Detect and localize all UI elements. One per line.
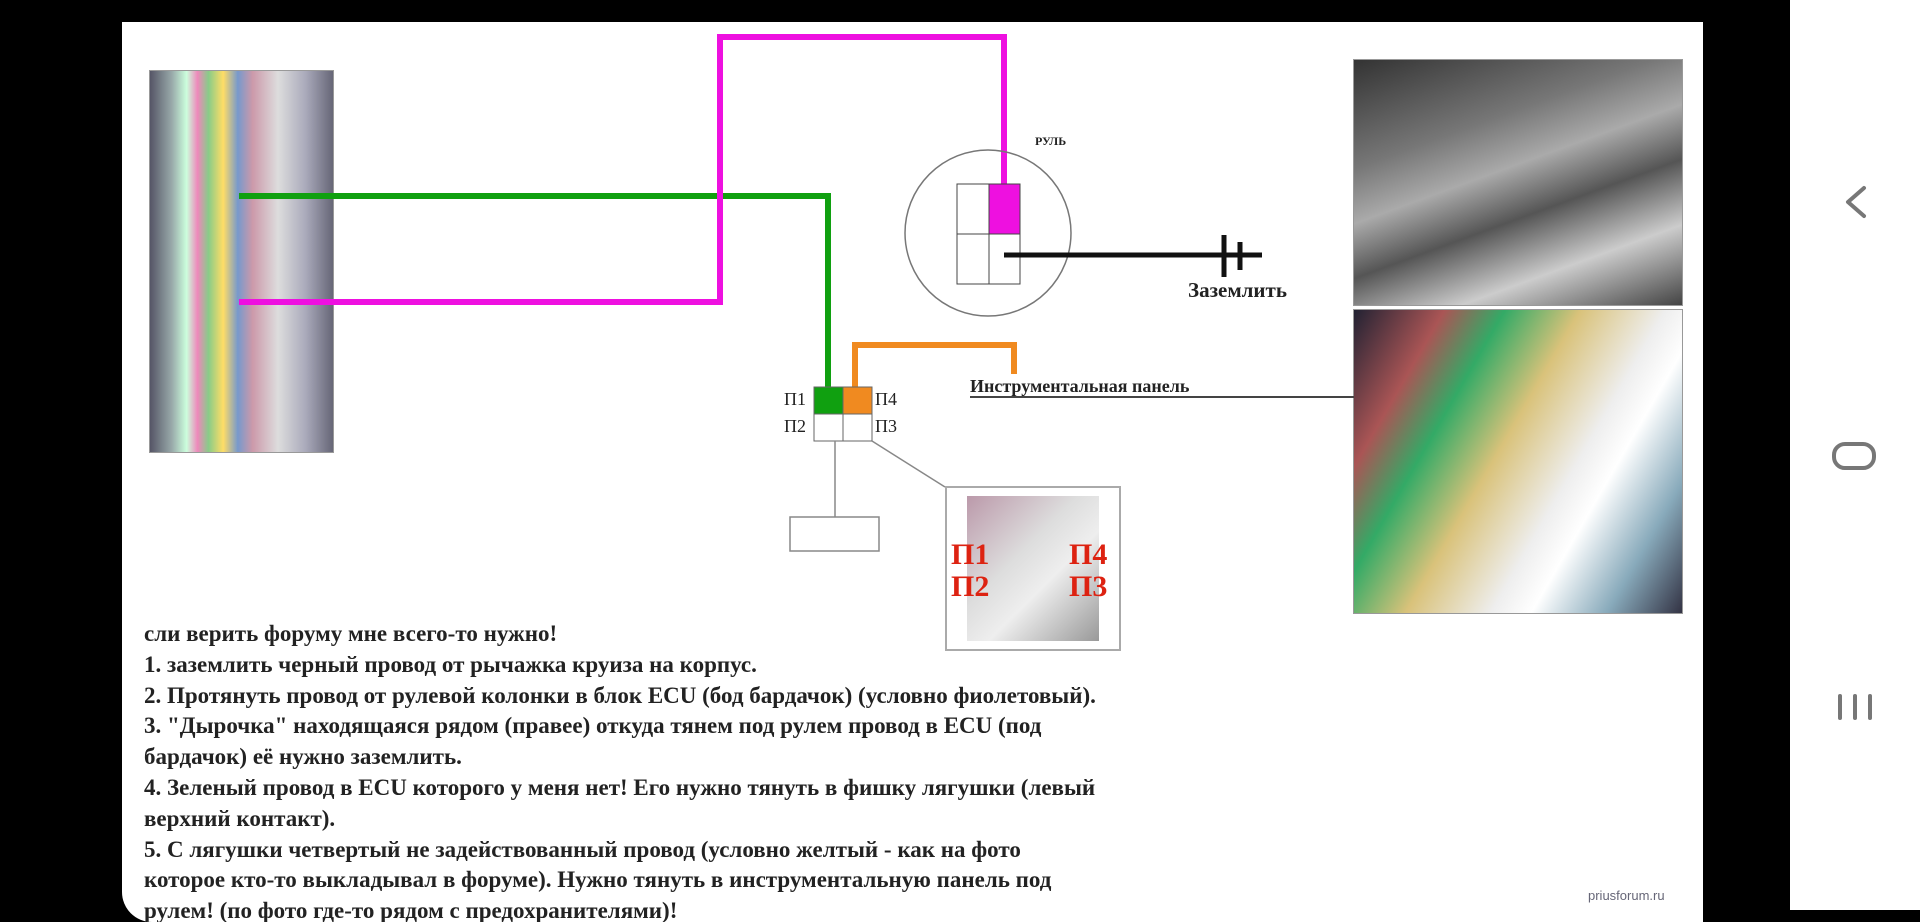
home-button[interactable] [1825,428,1885,488]
pedals-photo [1353,59,1683,306]
steering-label: РУЛЬ [1035,134,1067,148]
steering-circle [904,149,1072,317]
orange-wire [852,342,1017,392]
recents-icon [1838,694,1872,720]
photo-pin-label: П3 [1069,570,1108,603]
instructions-text: сли верить форуму мне всего-то нужно! 1.… [144,619,1344,922]
instruction-line: верхний контакт). [144,805,336,831]
instruction-line: 5. С лягушки четвертый не задействованны… [144,836,1021,862]
pin-label: П4 [875,389,897,409]
wiring-diagram-image: РУЛЬ Заземлить Инструментальная панель П… [122,22,1703,922]
ecu-connector-photo [149,70,334,453]
pin-label: П2 [784,416,806,436]
back-icon [1846,186,1866,218]
pin-1 [813,386,844,415]
home-icon [1832,442,1876,470]
instruction-line: 3. "Дырочка" находящаяся рядом (правее) … [144,713,1042,739]
instruction-line: 1. заземлить черный провод от рычажка кр… [144,651,757,677]
watermark: priusforum.ru [1588,888,1665,903]
empty-box [789,516,880,552]
instruction-line: 4. Зеленый провод в ECU которого у меня … [144,774,1096,800]
instruction-line: сли верить форуму мне всего-то нужно! [144,621,558,646]
pin-3 [842,413,873,442]
instruction-line: 2. Протянуть провод от рулевой колонки в… [144,682,1096,708]
pin-2 [813,413,844,442]
recents-button[interactable] [1825,682,1885,742]
wiring-diagram [239,34,1354,552]
spacer [1825,232,1885,292]
green-wire [239,193,831,392]
pin-label: П3 [875,416,897,436]
photo-pin-label: П1 [951,538,990,571]
magenta-wire [239,34,1007,305]
pin-4 [842,386,873,415]
android-navigation-bar [1790,0,1920,910]
panel-label: Инструментальная панель [970,376,1190,396]
steering-pin-magenta [988,183,1021,235]
pin-label: П1 [784,389,806,409]
frog-connector-photo: П1 П2 П3 П4 [945,486,1121,651]
image-viewer: РУЛЬ Заземлить Инструментальная панель П… [122,22,1703,922]
fuse-box-photo [1353,309,1683,614]
instruction-line: рулем! (по фото где-то рядом с предохран… [144,898,678,922]
ground-label: Заземлить [1188,278,1287,302]
instruction-line: бардачок) её нужно заземлить. [144,744,462,770]
photo-pin-label: П2 [951,570,990,603]
back-button[interactable] [1825,172,1885,232]
photo-pin-label: П4 [1069,538,1108,571]
instruction-line: которое кто-то выкладывал в форуме). Нуж… [144,867,1052,893]
